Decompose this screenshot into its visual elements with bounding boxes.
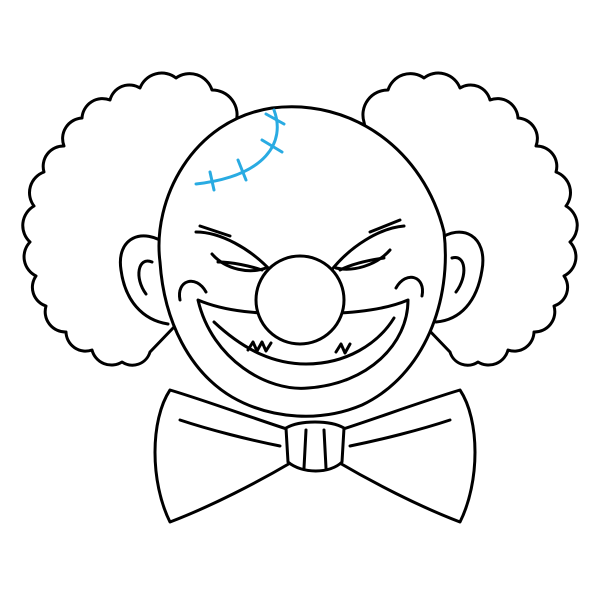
stitches	[194, 108, 286, 192]
nose	[254, 254, 346, 346]
eyebrows	[194, 218, 406, 274]
ear-left	[118, 234, 170, 326]
eyes	[210, 248, 392, 273]
ear-right	[434, 230, 485, 324]
bow-tie	[153, 388, 477, 524]
